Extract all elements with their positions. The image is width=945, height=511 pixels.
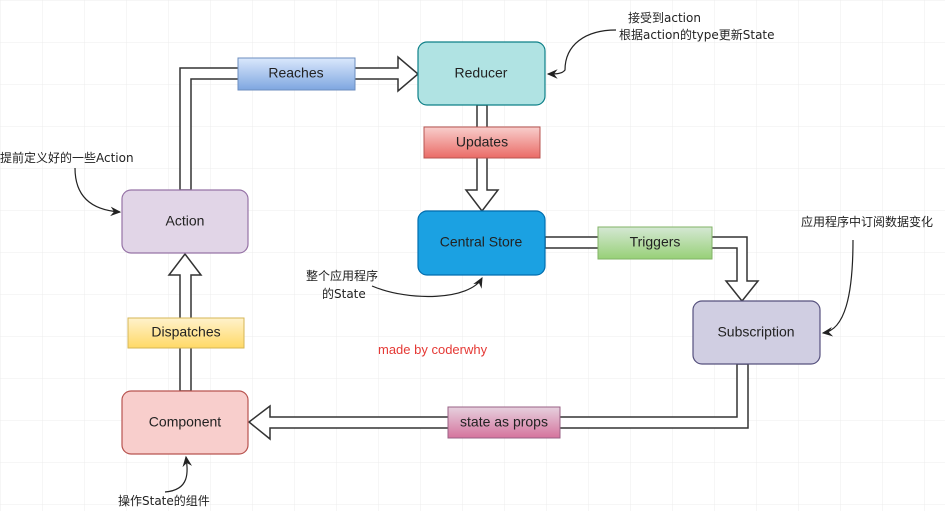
node-label-subscription: Subscription — [717, 324, 794, 340]
annotation-reducer-line2: 根据action的type更新State — [619, 27, 775, 42]
edge-updates: Updates — [423, 126, 541, 159]
edge-label-updates: Updates — [456, 134, 508, 150]
edge-label-state-as-props: state as props — [460, 414, 548, 430]
node-label-component: Component — [149, 414, 221, 430]
annotation-reducer-line1: 接受到action — [628, 10, 701, 25]
annotation-store-line2: 的State — [322, 286, 366, 301]
annotation-arrow-component — [164, 455, 193, 493]
annotation-subscription: 应用程序中订阅数据变化 — [801, 214, 933, 229]
annotation-arrow-action — [74, 167, 122, 217]
edge-reaches: Reaches — [237, 57, 356, 91]
node-central-store: Central Store — [417, 210, 546, 276]
watermark-text: made by coderwhy — [378, 342, 488, 357]
annotation-arrow-subscription — [821, 239, 854, 337]
annotation-store-line1: 整个应用程序 — [306, 268, 378, 283]
edge-label-reaches: Reaches — [268, 65, 323, 81]
edge-state-as-props: state as props — [447, 406, 561, 439]
annotation-component: 操作State的组件 — [118, 493, 210, 508]
node-component: Component — [121, 390, 249, 455]
edge-label-dispatches: Dispatches — [151, 324, 220, 340]
edge-dispatches: Dispatches — [127, 317, 245, 349]
annotation-arrow-store — [371, 276, 483, 298]
annotation-action: 提前定义好的一些Action — [0, 150, 134, 165]
node-label-reducer: Reducer — [455, 65, 508, 81]
edge-triggers: Triggers — [597, 226, 713, 260]
edge-label-triggers: Triggers — [630, 234, 681, 250]
node-action: Action — [121, 189, 249, 254]
node-subscription: Subscription — [692, 300, 821, 365]
node-label-central-store: Central Store — [440, 234, 523, 250]
node-reducer: Reducer — [417, 41, 546, 106]
node-label-action: Action — [166, 213, 205, 229]
annotation-arrow-reducer — [546, 29, 617, 79]
